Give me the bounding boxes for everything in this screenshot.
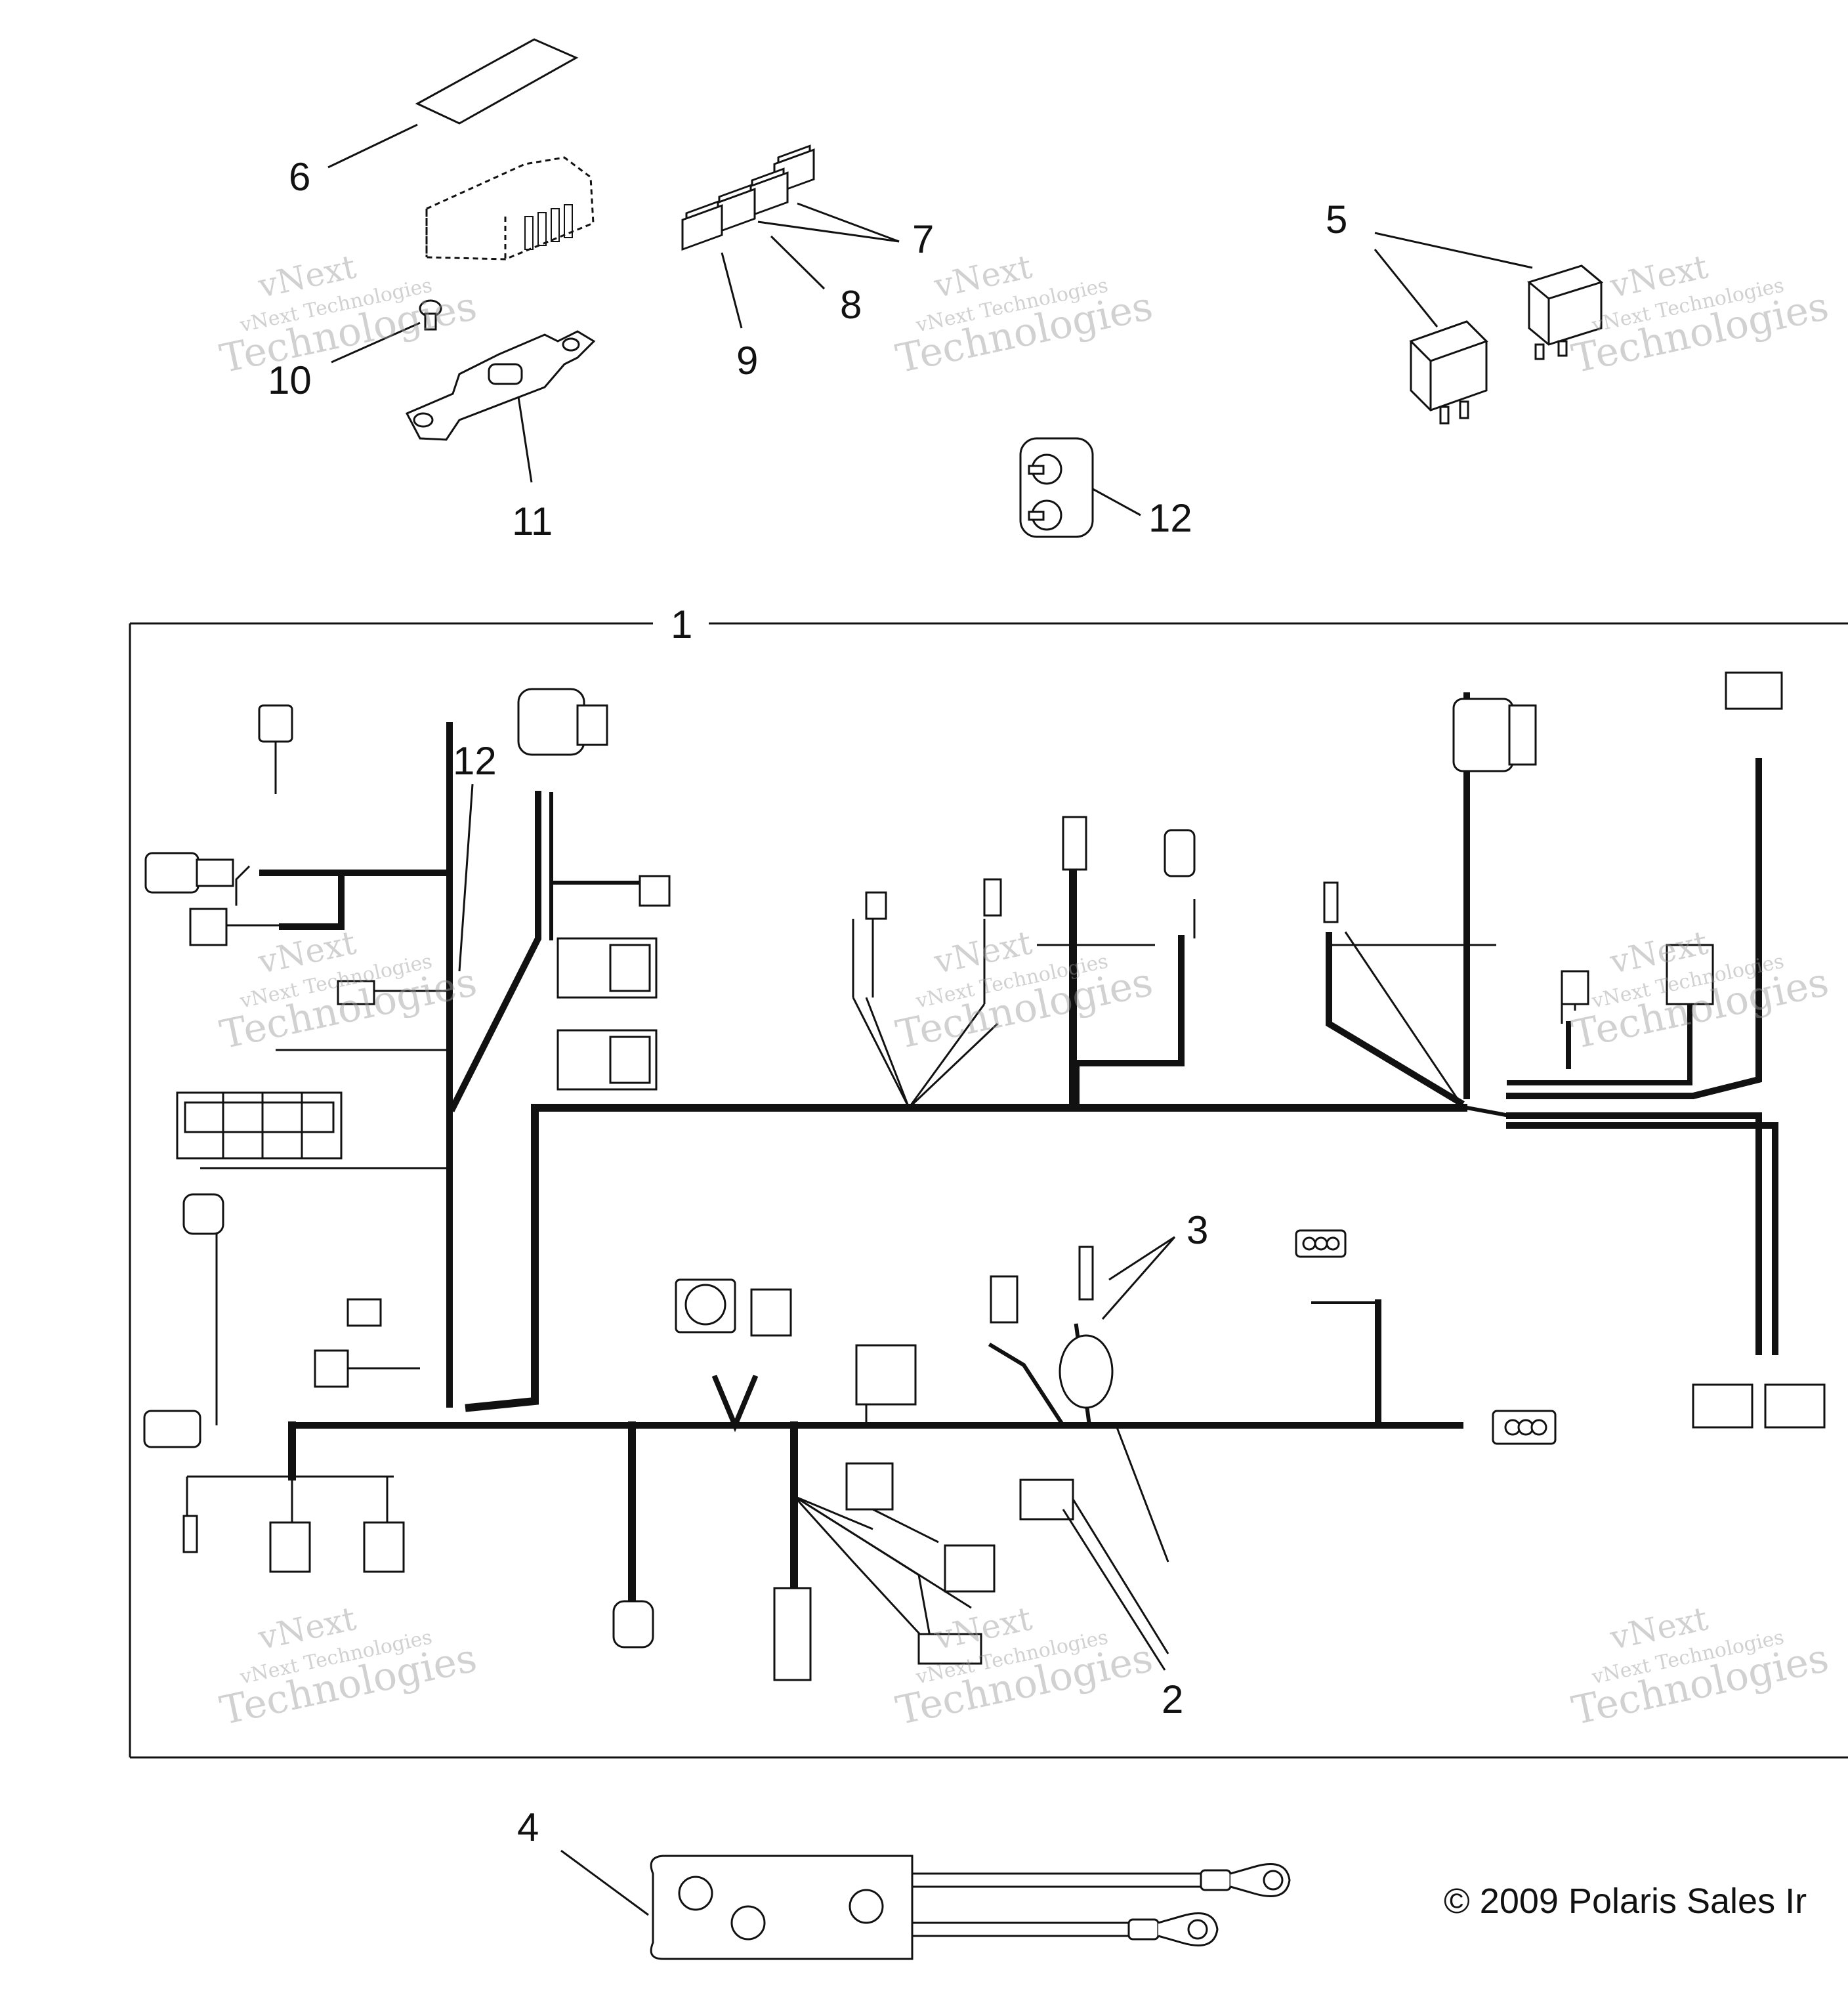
connector-top-left [258, 704, 293, 743]
copyright-notice: © 2009 Polaris Sales Ir [1444, 1881, 1807, 1921]
part-6-label-and-fuse-box [327, 38, 595, 261]
connector-bottom-right-1 [1692, 1383, 1754, 1429]
callout-12-harness: 12 [453, 739, 497, 783]
callout-2: 2 [1162, 1677, 1183, 1721]
connector-3-grommet [1059, 1334, 1114, 1409]
connector-double [750, 1288, 792, 1337]
connector-bottom-3 [269, 1521, 311, 1573]
watermark-7: vNext vNext Technologies Technologies [216, 1599, 480, 1734]
part-12-switch [1019, 437, 1141, 538]
connector-left-3 [337, 980, 375, 1005]
connector-right-pair [1561, 970, 1589, 1005]
watermark-9: vNext vNext Technologies Technologies [1568, 1599, 1832, 1734]
callout-8: 8 [840, 283, 862, 327]
part-5-relays [1374, 232, 1604, 425]
harness-trunk [259, 692, 1778, 1605]
part-11-bracket [405, 330, 596, 483]
harness-frame [129, 622, 1848, 1759]
harness-thin-leads [186, 865, 1576, 1654]
watermark-1: vNext vNext Technologies Technologies [216, 247, 480, 382]
callout-3: 3 [1186, 1208, 1208, 1252]
connector-lower-2 [944, 1544, 996, 1593]
leaders-harness [1062, 1236, 1176, 1671]
connector-stack [990, 1275, 1018, 1324]
connector-mid-small [639, 875, 671, 907]
connector-left-2 [189, 908, 228, 946]
connector-bottom-5 [182, 1515, 198, 1553]
watermark-6: vNext vNext Technologies Technologies [1568, 923, 1832, 1058]
connector-bottom-2 [773, 1587, 812, 1681]
connector-left-5 [346, 1298, 382, 1327]
parts-7-8-9-fuses [681, 144, 900, 329]
connector-center-5 [1323, 881, 1339, 923]
callout-10: 10 [268, 358, 312, 402]
callout-11: 11 [512, 499, 553, 543]
connector-lower-1 [845, 1462, 894, 1511]
connector-far-right-top [1725, 671, 1783, 710]
watermark-5: vNext vNext Technologies Technologies [892, 923, 1156, 1058]
leader-12-bottom [458, 784, 474, 972]
connector-left-4 [182, 1193, 224, 1235]
connector-multi-wire [855, 1344, 917, 1406]
callout-4: 4 [517, 1805, 539, 1849]
callout-5: 5 [1326, 198, 1347, 242]
callout-7: 7 [912, 217, 934, 261]
callout-6: 6 [289, 155, 310, 199]
callout-9: 9 [736, 339, 758, 383]
connector-left-6 [314, 1349, 349, 1388]
connector-left-1 [144, 852, 200, 894]
connector-right-multi [1666, 944, 1714, 1005]
part-10-screw [331, 299, 442, 364]
connector-lower-3 [917, 1633, 982, 1665]
callout-12-top: 12 [1148, 496, 1192, 540]
connector-center-3 [1062, 816, 1087, 871]
callout-1: 1 [671, 602, 692, 646]
connector-bottom-right-2 [1764, 1383, 1826, 1429]
connector-center-1 [865, 891, 887, 920]
connector-center-4 [1164, 829, 1196, 877]
harness-connectors [143, 671, 1826, 1681]
part-4-battery-cables [560, 1849, 1291, 1960]
connector-left-7 [143, 1410, 201, 1448]
connector-center-2 [983, 878, 1002, 917]
connector-bottom-1 [612, 1600, 654, 1648]
connector-top-center [517, 688, 585, 756]
connector-top-right [1452, 698, 1514, 772]
connector-bottom-4 [363, 1521, 405, 1573]
